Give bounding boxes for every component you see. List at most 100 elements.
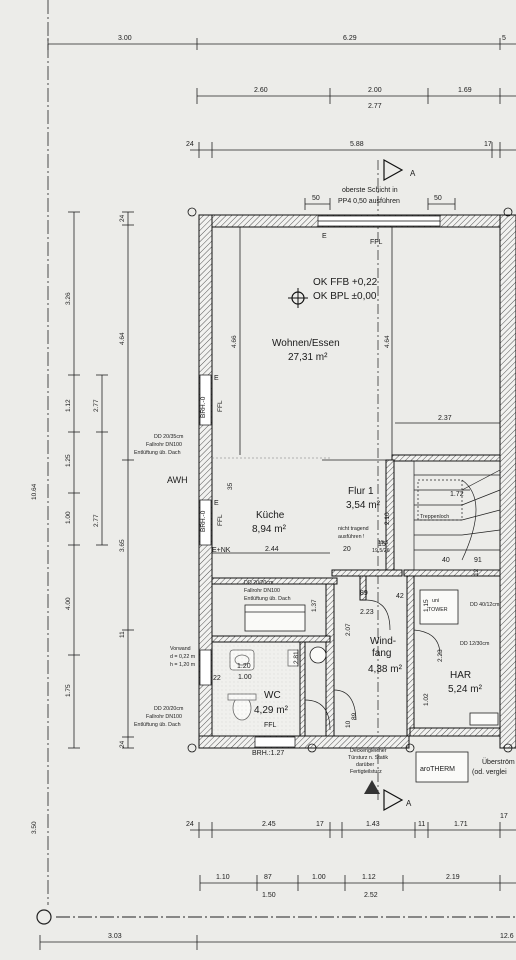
svg-text:FFL: FFL xyxy=(217,400,224,412)
room-kueche-name: Küche xyxy=(256,510,285,521)
treppenloch-label: Treppenloch xyxy=(420,514,449,520)
room-kueche-area: 8,94 m² xyxy=(252,524,287,535)
svg-text:TOWER: TOWER xyxy=(428,607,448,613)
svg-text:11: 11 xyxy=(119,631,126,638)
svg-text:1.12: 1.12 xyxy=(65,399,72,412)
svg-text:darüber: darüber xyxy=(356,762,374,768)
room-wohnen-name: Wohnen/Essen xyxy=(272,338,340,349)
svg-text:Vorwand: Vorwand xyxy=(170,646,191,652)
room-flur-name: Flur 1 xyxy=(348,486,374,497)
dim-bot1-3: 1.43 xyxy=(366,821,380,828)
svg-text:Überström: Überström xyxy=(482,758,515,766)
svg-text:BRH.-0: BRH.-0 xyxy=(200,510,207,532)
dim-inner-22: 22 xyxy=(213,675,221,682)
svg-text:35: 35 xyxy=(227,482,234,490)
svg-text:1.02: 1.02 xyxy=(423,693,430,706)
dim-mid-3: 91 xyxy=(474,557,482,564)
svg-text:3.65: 3.65 xyxy=(119,539,126,552)
ffl-top: FFL xyxy=(370,239,383,246)
brh-bottom: BRH.:1.27 xyxy=(252,750,284,757)
dim-inner-42: 42 xyxy=(396,593,404,600)
marker-e-left: E xyxy=(214,375,219,382)
dim-top2-2: 1.69 xyxy=(458,87,472,94)
svg-text:1.75: 1.75 xyxy=(65,684,72,697)
svg-text:(od. verglei: (od. verglei xyxy=(472,769,507,776)
svg-text:2.07: 2.07 xyxy=(345,623,352,636)
room-wc-area: 4,29 m² xyxy=(254,705,289,716)
room-flur-area: 3,54 m² xyxy=(346,500,381,511)
svg-text:DD 20/20cm: DD 20/20cm xyxy=(154,706,184,712)
room-windfang-name2: fang xyxy=(372,648,391,659)
svg-text:1.25: 1.25 xyxy=(65,454,72,467)
svg-text:2.23: 2.23 xyxy=(437,649,444,662)
dd-note-2: DD 20/20cm Fallrohr DN100 Entlüftung üb.… xyxy=(244,580,291,602)
dim-inner-15: 15 xyxy=(378,541,386,548)
svg-text:1.15: 1.15 xyxy=(423,599,430,612)
dim-bot2-4: 2.19 xyxy=(446,874,460,881)
level-marker-icon xyxy=(288,288,308,308)
dim-inner-244: 2.44 xyxy=(265,546,279,553)
nicht-tragend-note: nicht tragend ausführen ! xyxy=(338,526,369,540)
svg-text:Fallrohr DN100: Fallrohr DN100 xyxy=(146,714,182,720)
inner-vertical-dims: 4.66 4.64 2.10 1.37 2.07 1.15 2.23 1.02 … xyxy=(200,335,480,728)
room-har-name: HAR xyxy=(450,670,471,681)
axis-a-top: A xyxy=(410,169,416,178)
room-wohnen-area: 27,31 m² xyxy=(288,352,328,363)
dim-50-right: 50 xyxy=(434,195,442,202)
dim-bot2-2: 1.00 xyxy=(312,874,326,881)
dim-bot1-1: 2.45 xyxy=(262,821,276,828)
svg-text:3.50: 3.50 xyxy=(31,821,38,834)
svg-text:DD 20/35cm: DD 20/35cm xyxy=(154,434,184,440)
svg-text:Deckengleicher: Deckengleicher xyxy=(350,748,387,754)
svg-text:4.64: 4.64 xyxy=(119,332,126,345)
svg-text:4.00: 4.00 xyxy=(65,597,72,610)
doors xyxy=(304,599,441,731)
dim-bot1-5: 1.71 xyxy=(454,821,468,828)
dimension-lines xyxy=(39,0,516,950)
svg-text:Türsturz n. Statik: Türsturz n. Statik xyxy=(348,755,388,761)
label-enk: E+NK xyxy=(212,547,231,554)
svg-text:FFL: FFL xyxy=(217,514,224,526)
dim-inner-120: 1.20 xyxy=(237,663,251,670)
ueberstroem-note: Überström (od. verglei xyxy=(472,758,515,776)
level-ffb: OK FFB +0,22 xyxy=(313,277,378,288)
svg-text:24: 24 xyxy=(119,740,126,748)
dim-bot1-0: 24 xyxy=(186,821,194,828)
note-top-2: PP4 0,50 ausführen xyxy=(338,198,400,205)
wc-tiles xyxy=(213,643,297,735)
svg-text:24: 24 xyxy=(119,214,126,222)
dim-inner-20: 20 xyxy=(343,546,351,553)
dim-mid-2: 40 xyxy=(442,557,450,564)
dim-mid-0: 2.37 xyxy=(438,415,452,422)
left-dims-text: 10.64 3.26 1.12 1.25 1.00 4.00 1.75 2.77… xyxy=(31,214,126,834)
dd-note-1: DD 20/35cm Fallrohr DN100 Entlüftung üb.… xyxy=(134,434,184,456)
dd-right-2: DD 12/30cm xyxy=(460,641,490,647)
marker-e-top: E xyxy=(322,233,327,240)
svg-text:2.77: 2.77 xyxy=(93,399,100,412)
vorwand-note: Vorwand d = 0,22 m h = 1,20 m xyxy=(170,646,196,668)
arotherm-label: aroTHERM xyxy=(420,766,455,773)
svg-text:10: 10 xyxy=(345,720,352,728)
svg-text:2.81: 2.81 xyxy=(293,651,300,664)
ffl-wc: FFL xyxy=(264,722,277,729)
dim-bot2-1: 87 xyxy=(264,874,272,881)
svg-text:Fallrohr DN100: Fallrohr DN100 xyxy=(244,588,280,594)
arrow-triangle-icon xyxy=(364,780,380,794)
dim-bot2-0: 1.10 xyxy=(216,874,230,881)
marker-e-left2: E xyxy=(214,500,219,507)
axis-circle xyxy=(36,909,52,925)
dim-bot1-4: 11 xyxy=(418,821,425,828)
dim-top1-0: 3.00 xyxy=(118,35,132,42)
label-awh: AWH xyxy=(167,475,188,485)
svg-text:2.10: 2.10 xyxy=(384,512,391,525)
dim-50-left: 50 xyxy=(312,195,320,202)
dim-top3-2: 17 xyxy=(484,141,492,148)
tower-label: uni TOWER xyxy=(428,598,448,613)
dim-bot2sub-1: 2.52 xyxy=(364,892,378,899)
svg-text:d = 0,22 m: d = 0,22 m xyxy=(170,654,196,660)
dim-inner-223: 2.23 xyxy=(360,609,374,616)
stair-small-0: 15.5 xyxy=(378,540,388,546)
svg-text:Entlüftung üb. Dach: Entlüftung üb. Dach xyxy=(134,722,181,728)
svg-text:Fertigteilsturz: Fertigteilsturz xyxy=(350,769,382,775)
